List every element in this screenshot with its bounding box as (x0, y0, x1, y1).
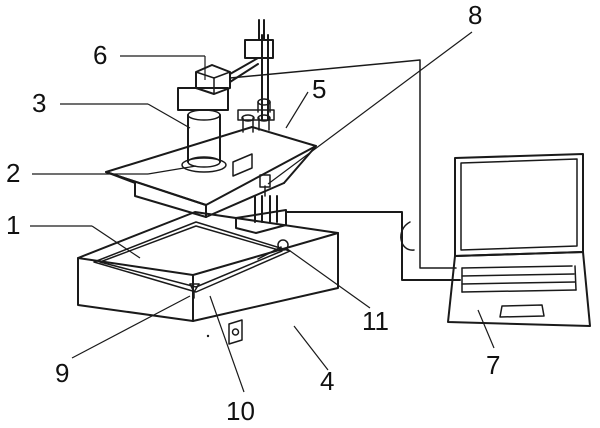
label-4: 4 (320, 366, 334, 396)
cables (229, 59, 461, 281)
camera-head (195, 64, 231, 95)
base-box (77, 211, 339, 322)
support-arm (229, 19, 274, 121)
label-10: 10 (226, 396, 255, 426)
platform (105, 126, 317, 218)
leader-lines (30, 31, 495, 393)
nozzle-nine (189, 283, 200, 299)
laptop (447, 153, 591, 327)
label-6: 6 (93, 40, 107, 70)
platform-connector (259, 174, 271, 197)
label-11: 11 (362, 306, 389, 336)
switch-ten (206, 319, 243, 345)
sensor-eleven (257, 239, 289, 260)
label-1: 1 (6, 210, 20, 240)
small-block (232, 153, 253, 177)
label-7: 7 (486, 350, 500, 380)
number-labels: 6 3 2 1 5 8 11 4 9 10 7 (6, 0, 500, 426)
label-3: 3 (32, 88, 46, 118)
objective-tube (177, 87, 229, 173)
lift-column (235, 195, 287, 234)
sample-holder (237, 98, 275, 133)
label-2: 2 (6, 158, 20, 188)
label-8: 8 (468, 0, 482, 30)
label-5: 5 (312, 74, 326, 104)
label-9: 9 (55, 358, 69, 388)
